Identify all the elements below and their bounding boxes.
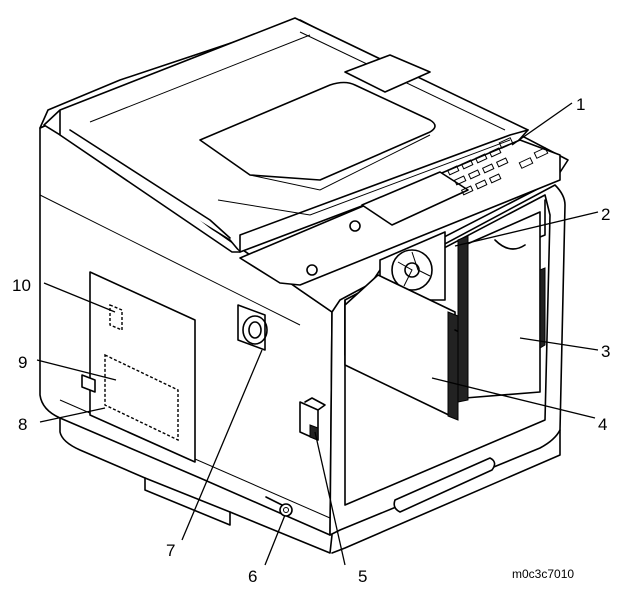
callout-9: 9 [18,353,27,372]
callout-5: 5 [358,567,367,586]
callout-7: 7 [166,541,175,560]
tray-handle [393,457,496,513]
connector-5 [299,397,326,441]
callouts: 1 2 3 4 5 6 7 8 9 10 [12,95,610,586]
callout-2: 2 [601,205,610,224]
right-opening [344,194,551,506]
speaker-7 [237,304,268,351]
callout-1: 1 [576,95,585,114]
board-9 [104,353,179,442]
reference-code: m0c3c7010 [512,567,574,581]
leader-lines [36,102,599,566]
switch-6 [265,496,293,517]
callout-4: 4 [598,415,607,434]
board-3 [464,211,541,399]
controller-panel [81,271,196,463]
callout-3: 3 [601,342,610,361]
callout-6: 6 [248,567,257,586]
board-4 [344,274,456,419]
callout-8: 8 [18,415,27,434]
panel-keypad [446,137,549,196]
callout-10: 10 [12,276,31,295]
board-10 [109,303,123,332]
